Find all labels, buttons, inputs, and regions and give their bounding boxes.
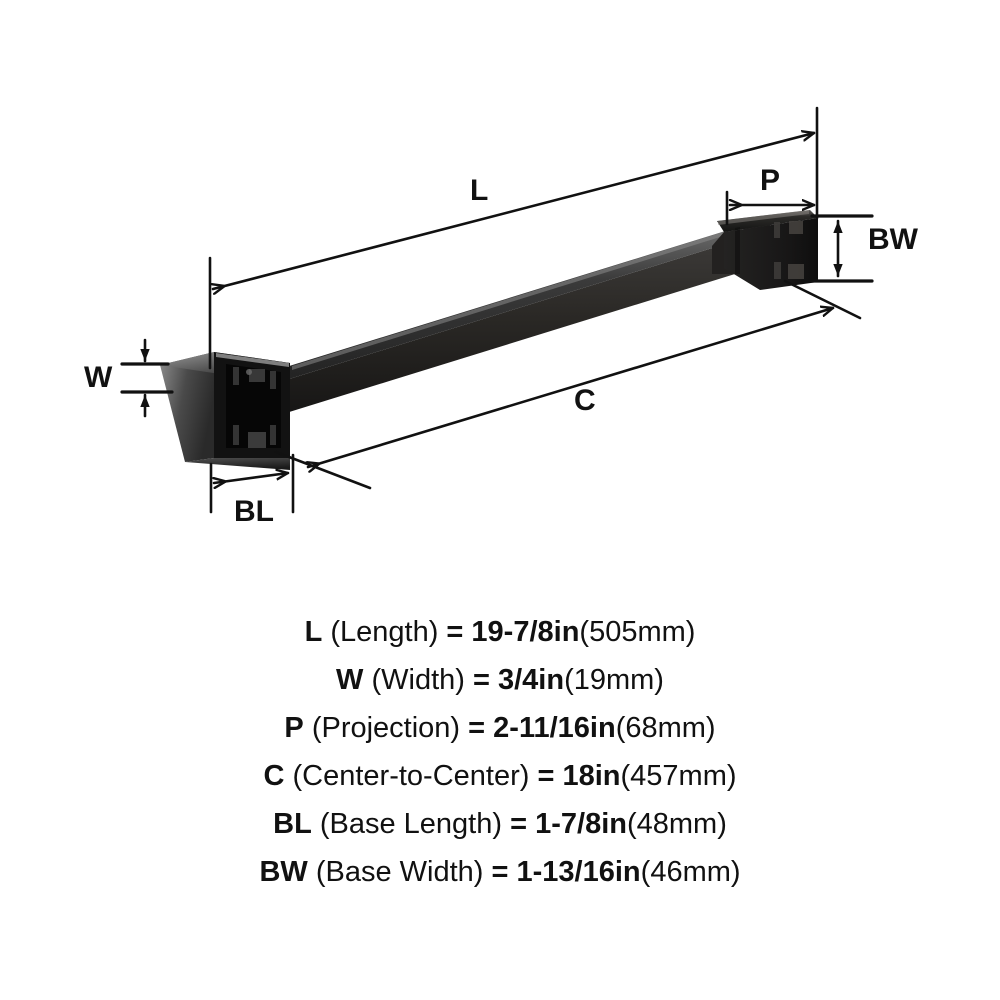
legend-name: (Length) xyxy=(330,616,439,648)
legend-equals: = xyxy=(537,760,555,792)
right-post-rib xyxy=(774,222,780,238)
left-post-edge-highlight xyxy=(216,353,289,367)
left-post-bevel-face xyxy=(160,352,214,462)
right-post-seam-shadow xyxy=(735,227,740,274)
legend-code: P xyxy=(284,712,304,744)
legend-millimeters: (505mm) xyxy=(579,616,696,648)
legend-row: BW (Base Width) = 1-13/16in(46mm) xyxy=(0,848,1000,896)
legend-equals: = xyxy=(510,808,528,840)
legend-millimeters: (19mm) xyxy=(564,664,664,696)
legend-row: L (Length) = 19-7/8in(505mm) xyxy=(0,608,1000,656)
legend-row: W (Width) = 3/4in(19mm) xyxy=(0,656,1000,704)
right-post-rib xyxy=(788,264,804,279)
legend-code: W xyxy=(336,664,364,696)
left-post-under-face xyxy=(185,458,290,470)
legend-millimeters: (48mm) xyxy=(626,808,727,840)
legend-row: P (Projection) = 2-11/16in(68mm) xyxy=(0,704,1000,752)
dimension-label-L: L xyxy=(470,174,489,207)
bl-dimension-line xyxy=(214,473,290,483)
left-post-screw-hole xyxy=(246,369,252,375)
dimension-label-BW: BW xyxy=(868,223,918,256)
legend-inches: 2-11/16in xyxy=(493,712,616,744)
left-post-rib xyxy=(248,432,266,448)
dimension-label-BL: BL xyxy=(234,495,274,528)
left-post-rib xyxy=(270,371,276,389)
legend-equals: = xyxy=(472,664,490,696)
left-post-inner-cavity xyxy=(226,364,281,448)
dimension-label-P: P xyxy=(760,164,781,197)
left-post-rib xyxy=(249,369,265,382)
legend-equals: = xyxy=(468,712,486,744)
legend-code: BW xyxy=(259,856,308,888)
legend-inches: 18in xyxy=(562,760,621,792)
l-dimension-line xyxy=(213,133,816,289)
legend-equals: = xyxy=(491,856,509,888)
legend-millimeters: (68mm) xyxy=(615,712,716,744)
left-post-rib xyxy=(233,425,239,445)
legend-millimeters: (457mm) xyxy=(620,760,737,792)
left-post-rib xyxy=(233,367,239,385)
legend-row: C (Center-to-Center) = 18in(457mm) xyxy=(0,752,1000,800)
dimension-lines xyxy=(120,106,874,514)
legend-code: C xyxy=(263,760,285,792)
legend-name: (Center-to-Center) xyxy=(292,760,530,792)
dimension-legend: L (Length) = 19-7/8in(505mm)W (Width) = … xyxy=(0,608,1000,896)
bar-front-face xyxy=(286,241,735,413)
left-post-rib xyxy=(270,425,276,445)
right-post-rib xyxy=(774,262,781,279)
c-leader-right xyxy=(783,279,862,320)
legend-inches: 19-7/8in xyxy=(471,616,580,648)
legend-code: BL xyxy=(273,808,312,840)
dimension-label-W: W xyxy=(84,361,113,394)
legend-name: (Base Length) xyxy=(319,808,503,840)
towel-bar-graphic xyxy=(160,210,818,470)
legend-inches: 3/4in xyxy=(497,664,565,696)
legend-name: (Base Width) xyxy=(315,856,484,888)
legend-name: (Width) xyxy=(371,664,465,696)
legend-name: (Projection) xyxy=(311,712,461,744)
legend-inches: 1-7/8in xyxy=(535,808,627,840)
legend-millimeters: (46mm) xyxy=(640,856,741,888)
legend-code: L xyxy=(304,616,323,648)
dimension-label-C: C xyxy=(574,384,596,417)
legend-row: BL (Base Length) = 1-7/8in(48mm) xyxy=(0,800,1000,848)
legend-inches: 1-13/16in xyxy=(516,856,641,888)
c-dimension-line xyxy=(308,308,835,467)
right-post-rib xyxy=(789,221,803,234)
product-dimension-illustration xyxy=(120,106,874,514)
legend-equals: = xyxy=(446,616,464,648)
c-leader-left xyxy=(274,450,372,490)
